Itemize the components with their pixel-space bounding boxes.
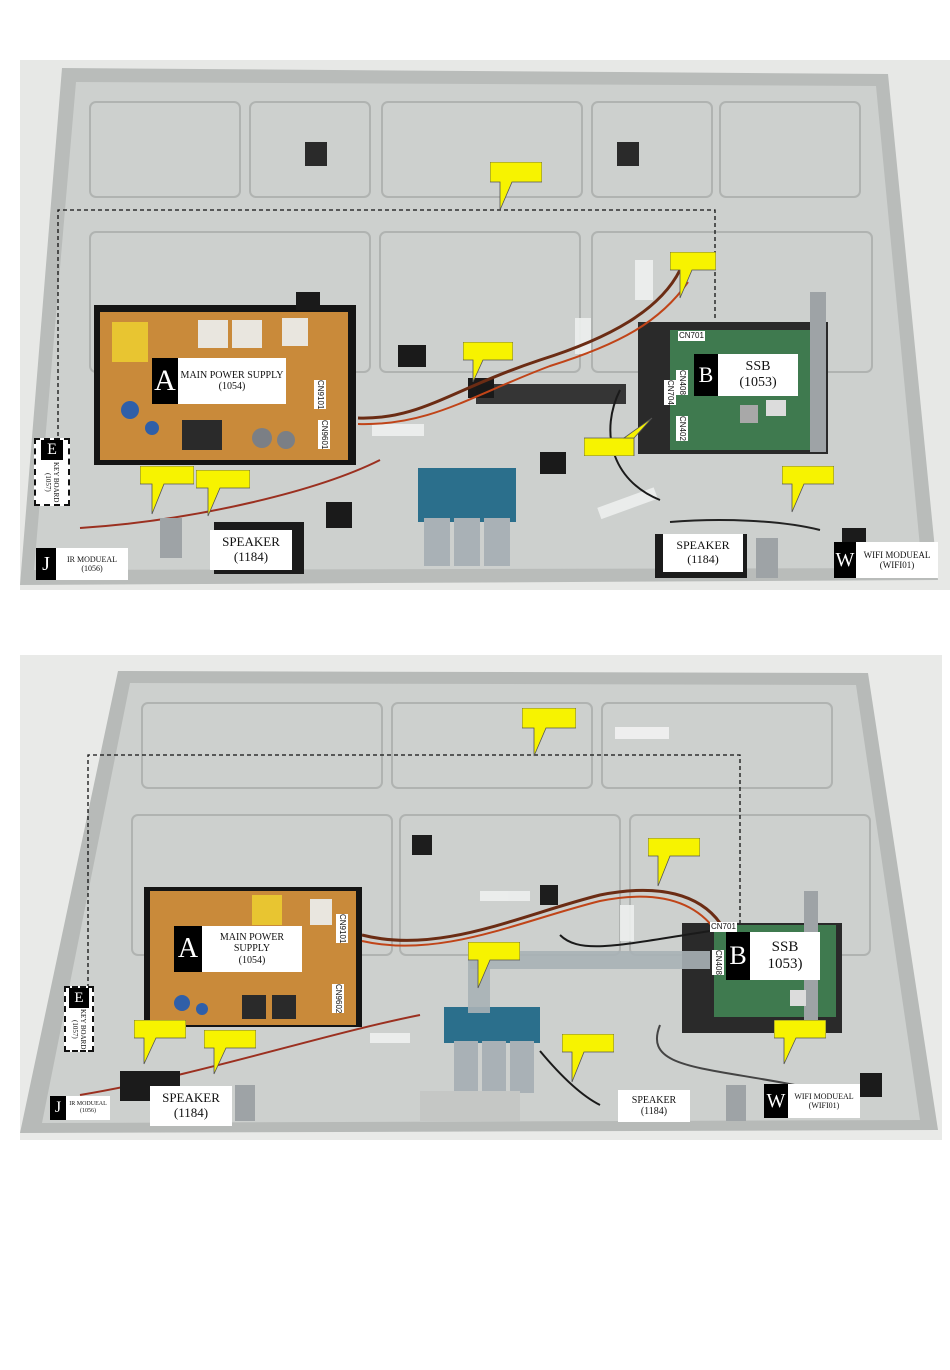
ir-module-label: J IR MODUEAL (1056) xyxy=(36,548,128,580)
callout-flag-icon xyxy=(468,942,520,989)
photo-2-tv-back xyxy=(20,655,942,1140)
speaker-left-text-2: SPEAKER (1184) xyxy=(162,1090,220,1120)
key-board-text-2: KEY BOARD (1057) xyxy=(71,1008,88,1050)
key-board-label: E KEY BOARD (1057) xyxy=(34,438,70,506)
speaker-right-label-2: SPEAKER (1184) xyxy=(618,1090,690,1122)
label-badge-b: B xyxy=(694,354,718,396)
callout-flag-icon xyxy=(522,708,576,757)
speaker-right-text-2: SPEAKER (1184) xyxy=(631,1094,677,1118)
connector-cn701-2: CN701 xyxy=(710,922,737,932)
label-badge-e: E xyxy=(41,440,63,460)
callout-flag-icon xyxy=(463,342,513,383)
ssb-label: B SSB (1053) xyxy=(694,354,798,396)
photo-1-tv-back xyxy=(20,60,950,590)
ssb-text-2: SSB 1053) xyxy=(767,938,803,972)
connector-ssb-c: CN402 xyxy=(676,416,688,441)
connector-cn9602-2: CN9602 xyxy=(332,984,344,1014)
callout-flag-icon xyxy=(140,466,194,515)
speaker-right-label: SPEAKER (1184) xyxy=(663,534,743,572)
ir-module-text-2: IR MODUEAL (1056) xyxy=(69,1101,107,1114)
main-power-supply-text-2: MAIN POWER SUPPLY (1054) xyxy=(219,931,285,966)
main-power-supply-label-2: A MAIN POWER SUPPLY (1054) xyxy=(174,926,302,972)
connector-ssb-a-2: CN408 xyxy=(712,950,724,975)
wifi-module-text: WIFI MODUEAL (WIFI01) xyxy=(863,549,931,570)
label-badge-w: W xyxy=(834,542,856,578)
callout-flag-icon xyxy=(562,1034,614,1083)
connector-ssb-a: CN408 xyxy=(676,370,688,395)
connector-cn9101-2: CN9101 xyxy=(336,914,348,944)
connector-cn9601: CN9601 xyxy=(318,420,330,450)
connector-ssb-b: CN704 xyxy=(664,380,676,405)
key-board-label-2: E KEY BOARD (1057) xyxy=(64,986,94,1052)
label-badge-b-2: B xyxy=(726,932,750,980)
callout-flag-icon xyxy=(782,466,834,513)
label-badge-j-2: J xyxy=(50,1096,66,1120)
photo-1-illustration xyxy=(20,60,950,590)
callout-flag-icon xyxy=(648,838,700,887)
ssb-text: SSB (1053) xyxy=(739,358,777,390)
ir-module-text: IR MODUEAL (1056) xyxy=(67,554,117,573)
main-power-supply-text: MAIN POWER SUPPLY (1054) xyxy=(180,369,284,393)
callout-flag-icon xyxy=(134,1020,186,1065)
label-badge-w-2: W xyxy=(764,1084,788,1118)
callout-flag-icon xyxy=(670,252,716,299)
callout-flag-icon xyxy=(774,1020,826,1065)
photo-2-illustration xyxy=(20,655,942,1140)
speaker-left-label-2: SPEAKER (1184) xyxy=(150,1086,232,1126)
label-badge-a: A xyxy=(152,358,178,404)
label-badge-a-2: A xyxy=(174,926,202,972)
ir-module-label-2: J IR MODUEAL (1056) xyxy=(50,1096,110,1120)
callout-flag-icon xyxy=(490,162,542,211)
wifi-module-label: W WIFI MODUEAL (WIFI01) xyxy=(834,542,938,578)
connector-cn701: CN701 xyxy=(678,331,705,341)
callout-flag-icon xyxy=(196,470,250,517)
ssb-label-2: B SSB 1053) xyxy=(726,932,820,980)
speaker-left-label: SPEAKER (1184) xyxy=(210,530,292,570)
wifi-module-label-2: W WIFI MODUEAL (WIFI01) xyxy=(764,1084,860,1118)
wifi-module-text-2: WIFI MODUEAL (WIFI01) xyxy=(794,1091,854,1110)
speaker-right-text: SPEAKER (1184) xyxy=(676,538,730,566)
main-power-supply-label: A MAIN POWER SUPPLY (1054) xyxy=(152,358,286,404)
label-badge-e-2: E xyxy=(69,988,89,1008)
label-badge-j: J xyxy=(36,548,56,580)
speaker-left-text: SPEAKER (1184) xyxy=(222,534,280,564)
key-board-text: KEY BOARD (1057) xyxy=(44,461,61,503)
callout-flag-icon xyxy=(204,1030,256,1075)
connector-cn9101: CN9101 xyxy=(314,380,326,410)
callout-flag-icon xyxy=(584,417,653,456)
